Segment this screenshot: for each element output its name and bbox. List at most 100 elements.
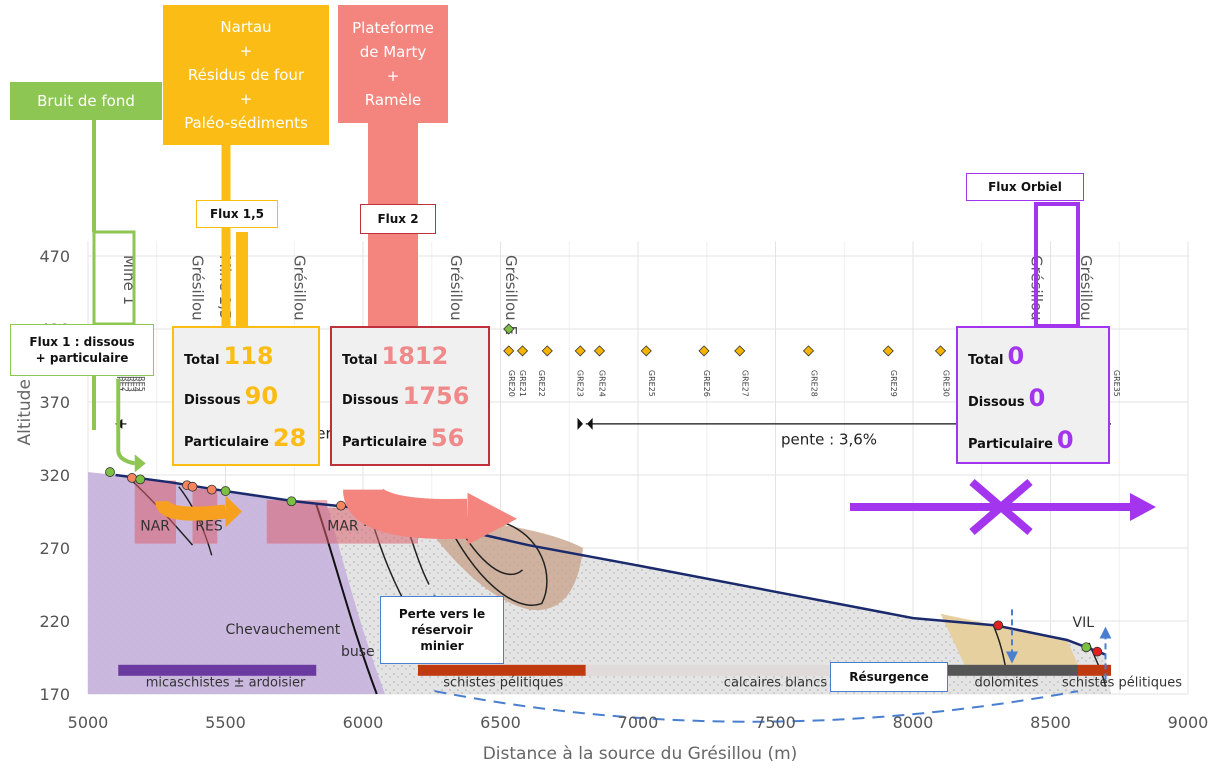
flux-1-label: Flux 1 : dissous + particulaire — [10, 324, 154, 376]
sample-diamond — [734, 345, 746, 357]
station-label: Grésillou G — [1077, 255, 1095, 337]
y-tick-label: 220 — [39, 612, 70, 631]
sample-label: GRE26 — [702, 370, 711, 397]
orbiel-total-value: 0 — [1007, 342, 1025, 370]
y-tick-label: 470 — [39, 247, 70, 266]
orbiel-particulaire-value: 0 — [1056, 426, 1074, 454]
dissous-label: Dissous — [342, 393, 399, 408]
flux-15-text: Flux 1,5 — [209, 207, 265, 221]
sample-diamond — [541, 345, 553, 357]
flux-2-text: Flux 2 — [377, 212, 419, 226]
formation-label: schistes pélitiques — [443, 676, 563, 691]
flux-2-arrow — [343, 486, 469, 540]
perte-line-1: Perte vers le — [398, 607, 486, 621]
sample-dot — [105, 467, 115, 477]
flux-1-line-1: Flux 1 : dissous — [29, 335, 135, 349]
chevauchement-label: Chevauchement — [226, 622, 341, 638]
sample-dot — [206, 484, 217, 495]
x-tick-label: 7500 — [755, 713, 796, 732]
sample-dot — [1081, 642, 1092, 653]
flux-1-arrowhead — [134, 454, 146, 473]
particulaire-label: Particulaire — [342, 435, 427, 450]
station-label: Grésillou C — [290, 255, 308, 336]
marty-line-1: Plateforme — [352, 19, 434, 37]
sample-diamond — [698, 345, 710, 357]
orbiel-cross-b — [969, 478, 1033, 536]
x-tick-label: 9000 — [1168, 713, 1209, 732]
formation-bar — [1078, 664, 1111, 676]
sample-label: GRE20 — [507, 370, 516, 397]
y-tick-label: 270 — [39, 539, 70, 558]
perte-label: Perte vers le réservoir minier — [380, 596, 504, 664]
nartau-line-3: Résidus de four — [187, 66, 305, 84]
total-label: Total — [342, 353, 378, 368]
formation-bar — [118, 664, 317, 676]
zone-label-nar: NAR — [140, 518, 170, 534]
flux-1-line-2: + particulaire — [35, 351, 129, 365]
sample-diamond — [934, 345, 947, 357]
flux-2-arrowhead — [467, 492, 517, 545]
formation-label: micaschistes ± ardoisier — [146, 676, 306, 691]
pente-arrowhead-left — [587, 417, 593, 430]
sample-dot — [135, 474, 146, 485]
perte-line-3: minier — [420, 639, 464, 653]
bruit-de-fond-box: Bruit de fond — [10, 82, 162, 120]
total-label: Total — [968, 353, 1004, 368]
sample-dot — [187, 481, 198, 492]
resurgence-text: Résurgence — [849, 670, 929, 684]
particulaire-label: Particulaire — [968, 437, 1053, 452]
sample-dot — [286, 496, 297, 507]
sample-label: GRE27 — [741, 370, 750, 397]
flux-15-label: Flux 1,5 — [196, 200, 278, 228]
x-tick-label: 8500 — [1030, 713, 1071, 732]
x-axis-title: Distance à la source du Grésillou (m) — [483, 744, 798, 764]
nartau-source-box: Nartau + Résidus de four + Paléo-sédimen… — [163, 5, 329, 145]
flux-15-dissous-value: 90 — [244, 382, 279, 410]
flux-2-total-value: 1812 — [381, 342, 449, 370]
sample-label: GRE2 — [120, 370, 129, 392]
sample-label: GRE23 — [576, 370, 585, 397]
y-tick-label: 370 — [39, 393, 70, 412]
flux-orbiel-text: Flux Orbiel — [988, 180, 1062, 194]
sample-label: GRE24 — [598, 370, 607, 397]
flux-15-particulaire-value: 28 — [272, 424, 307, 452]
nartau-line-4: + — [239, 90, 253, 108]
x-tick-label: 8000 — [893, 713, 934, 732]
y-tick-label: 320 — [39, 466, 70, 485]
sample-label: GRE30 — [941, 370, 950, 397]
flux-2-particulaire-value: 56 — [430, 424, 465, 452]
resurgence-label: Résurgence — [830, 662, 948, 692]
sample-diamond-green — [503, 323, 515, 335]
underground-flow-path — [434, 690, 1079, 723]
buse-label: buse — [341, 644, 375, 660]
formation-label: calcaires blancs — [724, 676, 828, 691]
marty-line-3: + — [386, 67, 400, 85]
nartau-line-2: + — [239, 42, 253, 60]
sample-label: GRE5 — [137, 370, 146, 392]
sample-label: GRE3 — [126, 370, 135, 392]
sample-dot — [336, 500, 346, 511]
sample-label: GRE4 — [131, 370, 140, 392]
flux-2-label: Flux 2 — [360, 204, 436, 234]
dissous-label: Dissous — [184, 393, 241, 408]
flux-15-arrow — [155, 499, 227, 521]
sample-diamond — [882, 345, 894, 357]
total-label: Total — [184, 353, 220, 368]
nartau-bracket — [236, 232, 248, 326]
sample-label: GRE28 — [809, 370, 818, 397]
x-tick-label: 5500 — [205, 713, 246, 732]
flux-15-total-value: 118 — [223, 342, 274, 370]
sample-diamond — [802, 345, 815, 357]
dissous-label: Dissous — [968, 395, 1025, 410]
station-label: Grésillou D — [447, 255, 465, 337]
